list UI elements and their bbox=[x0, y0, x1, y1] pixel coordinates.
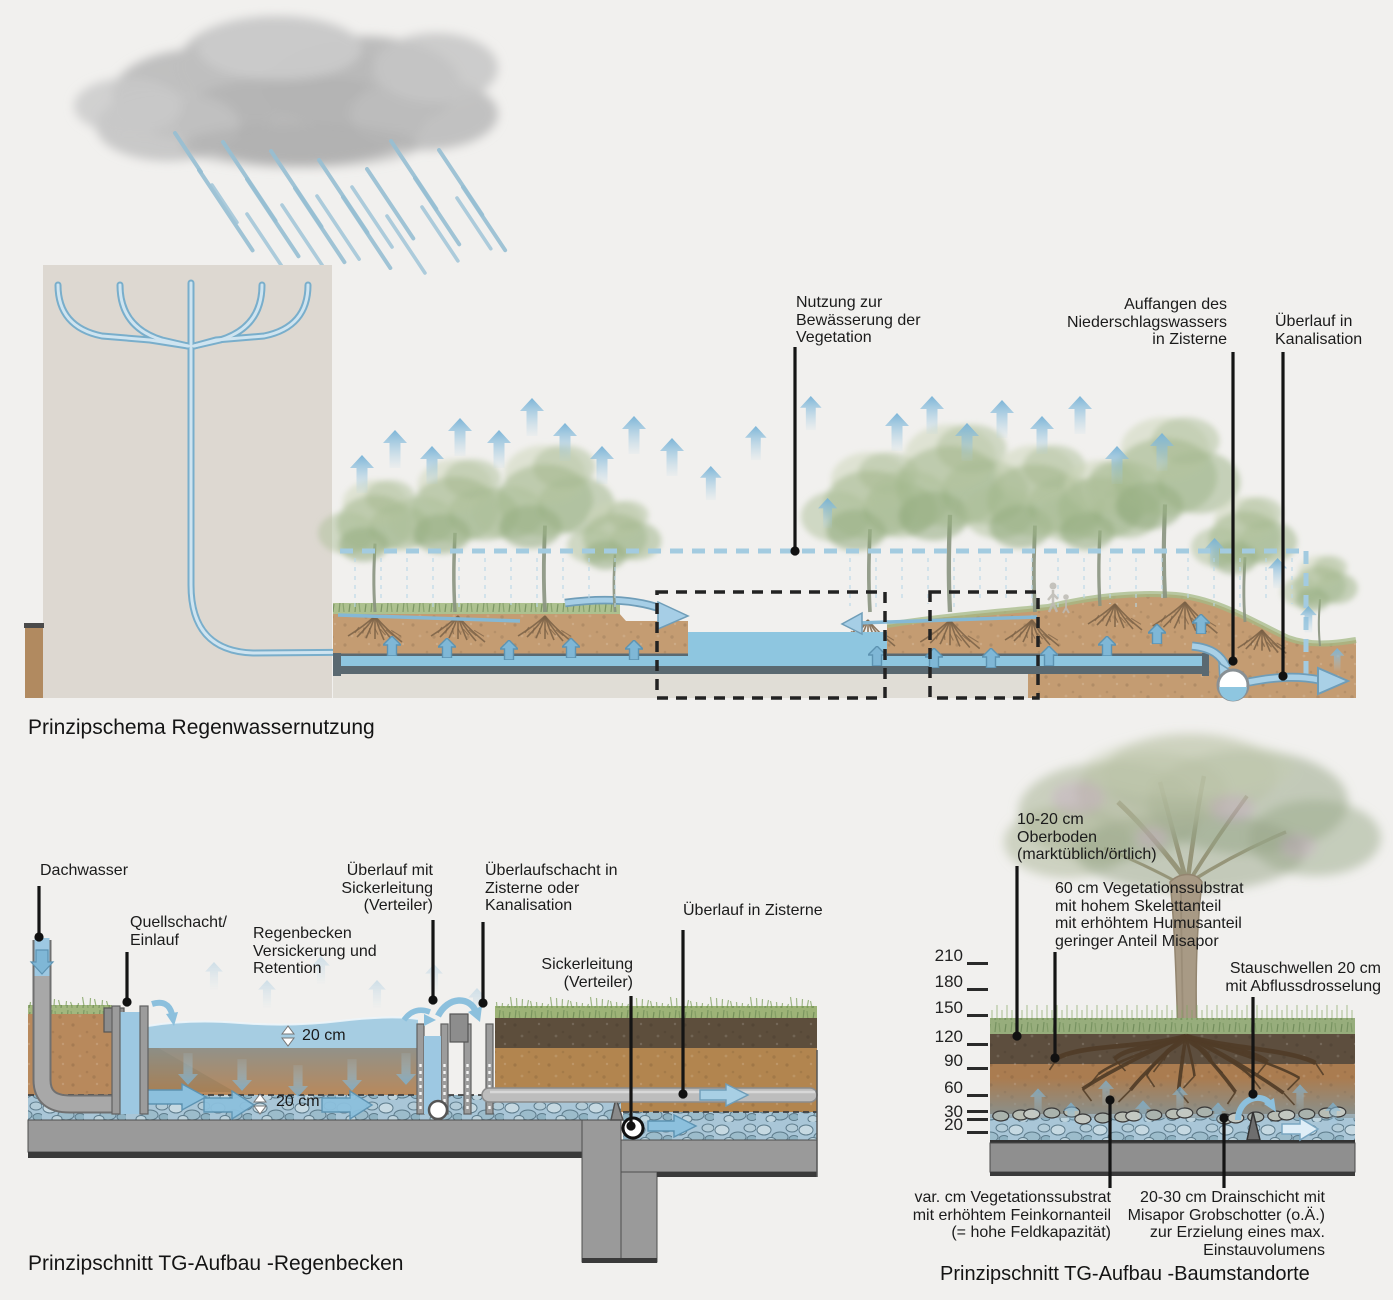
scale-tick bbox=[967, 1067, 988, 1070]
scale-tick bbox=[967, 1110, 988, 1113]
scale-120: 120 bbox=[934, 1027, 963, 1046]
label-substrat: 60 cm Vegetationssubstrat mit hohem Skel… bbox=[1055, 880, 1244, 950]
label-auffangen: Auffangen des Niederschlagswassers in Zi… bbox=[1066, 296, 1227, 348]
label-depth-water: 20 cm bbox=[302, 1027, 346, 1044]
scale-tick bbox=[967, 988, 988, 991]
pointer-lines bbox=[34, 347, 1288, 1188]
caption-bottom-left: Prinzipschnitt TG-Aufbau -Regenbecken bbox=[28, 1252, 404, 1275]
scale-60: 60 bbox=[944, 1078, 963, 1097]
scale-tick bbox=[967, 962, 988, 965]
label-dachwasser: Dachwasser bbox=[40, 862, 129, 879]
rain-cloud bbox=[74, 16, 498, 168]
scale-tick bbox=[967, 1131, 988, 1134]
label-sickerleitung: Sickerleitung (Verteiler) bbox=[541, 956, 633, 991]
label-ueberlauf-kanalisation: Überlauf in Kanalisation bbox=[1275, 313, 1363, 348]
label-ueberlauf-mit: Überlauf mit Sickerleitung (Verteiler) bbox=[341, 862, 433, 914]
bottom-right-diagram bbox=[989, 733, 1381, 1176]
label-var-substrat: var. cm Vegetationssubstrat mit erhöhtem… bbox=[912, 1189, 1111, 1241]
label-drainschicht: 20-30 cm Drainschicht mit Misapor Grobsc… bbox=[1127, 1189, 1325, 1259]
label-ueberlauf-zisterne: Überlauf in Zisterne bbox=[683, 902, 823, 919]
scale-90: 90 bbox=[944, 1051, 963, 1070]
bottom-left-diagram bbox=[27, 938, 818, 1263]
top-diagram bbox=[24, 265, 1358, 702]
scale-tick bbox=[967, 1043, 988, 1046]
scale-tick bbox=[967, 1094, 988, 1097]
rain-streaks bbox=[173, 131, 508, 286]
caption-top: Prinzipschema Regenwassernutzung bbox=[28, 716, 375, 739]
label-depth-gravel: 20 cm bbox=[276, 1093, 320, 1110]
scale-180: 180 bbox=[934, 972, 963, 991]
label-regenbecken: Regenbecken Versickerung und Retention bbox=[253, 925, 377, 977]
scale-210: 210 bbox=[934, 946, 963, 965]
scale-tick bbox=[967, 1014, 988, 1017]
label-quellschacht: Quellschacht/ Einlauf bbox=[130, 914, 227, 949]
scale-20: 20 bbox=[944, 1115, 963, 1134]
label-nutzung: Nutzung zur Bewässerung der Vegetation bbox=[796, 294, 921, 346]
scale-150: 150 bbox=[934, 998, 963, 1017]
label-stauschwellen: Stauschwellen 20 cm mit Abflussdrosselun… bbox=[1225, 960, 1381, 995]
scale-tick bbox=[967, 1118, 988, 1121]
label-oberboden: 10-20 cm Oberboden (marktüblich/örtlich) bbox=[1017, 811, 1157, 863]
label-ueberlaufschacht: Überlaufschacht in Zisterne oder Kanalis… bbox=[485, 862, 618, 914]
scale-30: 30 bbox=[944, 1102, 963, 1121]
caption-bottom-right: Prinzipschnitt TG-Aufbau -Baumstandorte bbox=[940, 1263, 1310, 1285]
